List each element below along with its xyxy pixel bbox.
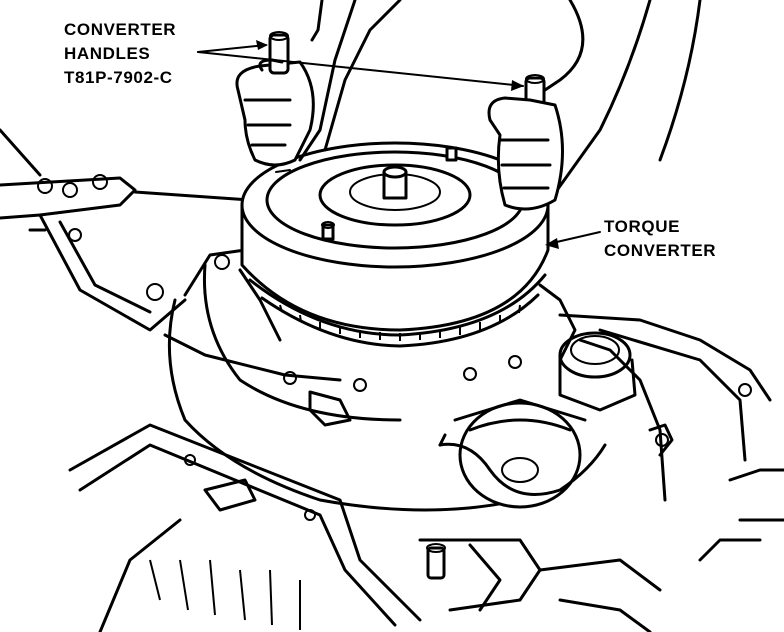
callout-torque-converter: TORQUE CONVERTER: [604, 217, 716, 260]
torque-converter: [240, 141, 550, 348]
label-converter-handles-line3: T81P-7902-C: [64, 68, 173, 87]
oil-pan: [68, 423, 422, 632]
bell-housing: [163, 248, 577, 512]
left-hand-with-handle: [235, 0, 402, 167]
converter-ring-teeth: [279, 304, 521, 341]
leader-lines: [197, 40, 601, 249]
right-hand-with-handle: [487, 0, 702, 211]
transmission-case-right: [558, 313, 784, 562]
arrowhead-right-handle: [511, 80, 524, 91]
governor-cover: [438, 398, 607, 509]
label-converter-handles-line1: CONVERTER: [64, 20, 176, 39]
arrowhead-left-handle: [256, 40, 268, 50]
label-torque-converter-line1: TORQUE: [604, 217, 680, 236]
label-torque-converter-line2: CONVERTER: [604, 241, 716, 260]
label-converter-handles-line2: HANDLES: [64, 44, 150, 63]
callout-converter-handles: CONVERTER HANDLES T81P-7902-C: [64, 20, 176, 87]
lower-bracket: [418, 538, 662, 632]
left-brace-linkage: [0, 128, 252, 332]
arrowhead-torque-converter: [545, 238, 559, 249]
